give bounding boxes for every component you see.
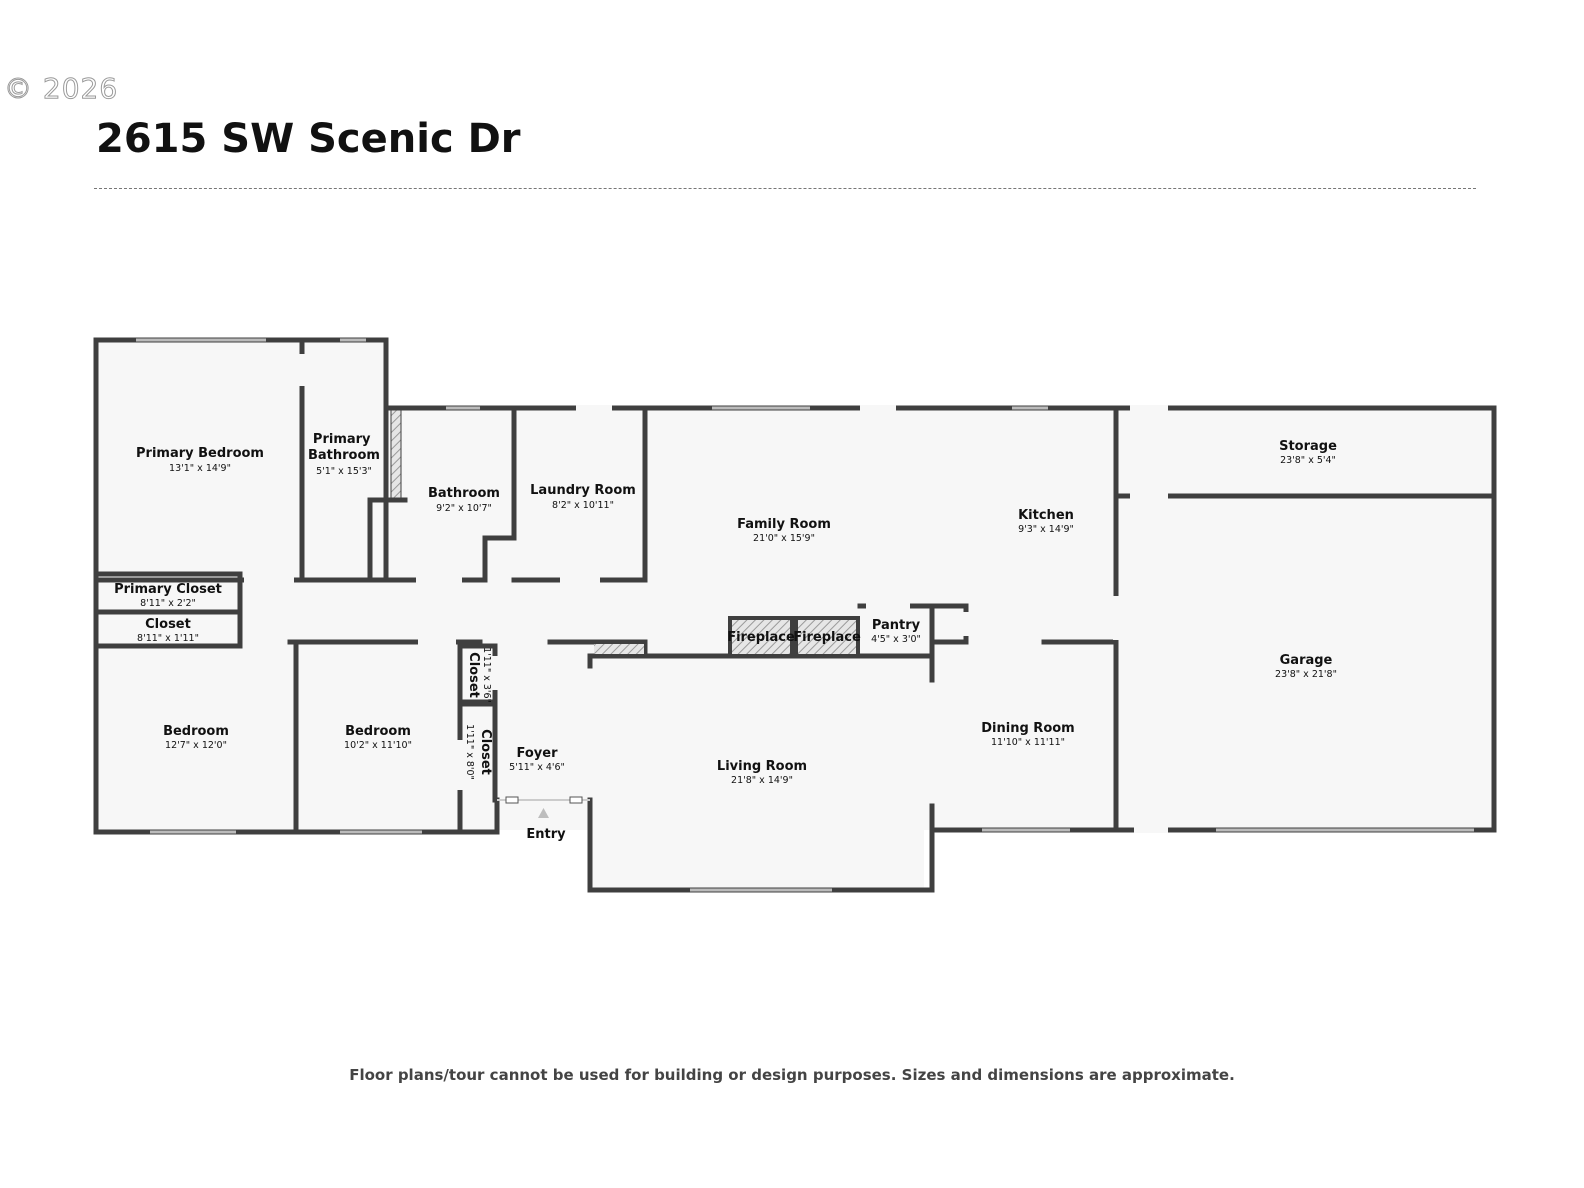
fixture-label: Fireplace bbox=[727, 630, 795, 645]
room-dimensions: 9'2" x 10'7" bbox=[436, 503, 492, 514]
disclaimer-text: Floor plans/tour cannot be used for buil… bbox=[349, 1066, 1235, 1084]
room-dimensions: 21'0" x 15'9" bbox=[753, 533, 815, 544]
room-name: Closet bbox=[478, 729, 493, 775]
room-kitchen: Kitchen 9'3" x 14'9" bbox=[1018, 508, 1074, 535]
room-dimensions: 8'11" x 2'2" bbox=[140, 598, 196, 609]
room-family: Family Room 21'0" x 15'9" bbox=[737, 517, 831, 544]
room-name: Bedroom bbox=[345, 724, 411, 739]
room-dimensions: 4'5" x 3'0" bbox=[871, 634, 921, 645]
room-garage: Garage 23'8" x 21'8" bbox=[1275, 653, 1337, 680]
chimney-strip bbox=[390, 409, 402, 499]
room-name: Primary Closet bbox=[114, 582, 222, 597]
room-name: Closet bbox=[466, 652, 481, 698]
room-dimensions: 10'2" x 11'10" bbox=[344, 740, 412, 751]
entry-door bbox=[497, 796, 590, 818]
room-name: Storage bbox=[1279, 439, 1337, 454]
room-dimensions: 11'10" x 11'11" bbox=[991, 737, 1065, 748]
room-hall-closet: Closet 8'11" x 1'11" bbox=[137, 617, 199, 644]
page-title: 2615 SW Scenic Dr bbox=[96, 116, 521, 162]
room-dimensions: 8'11" x 1'11" bbox=[137, 633, 199, 644]
room-dimensions: 1'11" x 3'6" bbox=[481, 647, 492, 703]
room-name-line: Primary bbox=[313, 432, 371, 447]
room-dimensions: 8'2" x 10'11" bbox=[552, 500, 614, 511]
floor-fill bbox=[96, 340, 1494, 890]
room-name: Bathroom bbox=[428, 486, 500, 501]
room-primary-bathroom: Primary Bathroom 5'1" x 15'3" bbox=[308, 432, 380, 477]
room-dimensions: 9'3" x 14'9" bbox=[1018, 524, 1074, 535]
fixture-label: Fireplace bbox=[793, 630, 861, 645]
room-name: Primary Bedroom bbox=[136, 446, 264, 461]
room-primary-closet: Primary Closet 8'11" x 2'2" bbox=[114, 582, 222, 609]
entry-label: Entry bbox=[526, 827, 566, 842]
room-name: Bedroom bbox=[163, 724, 229, 739]
room-bedroom-2: Bedroom 10'2" x 11'10" bbox=[344, 724, 412, 751]
entry-arrow-icon bbox=[538, 808, 549, 818]
room-bedroom-1: Bedroom 12'7" x 12'0" bbox=[163, 724, 229, 751]
room-foyer: Foyer 5'11" x 4'6" bbox=[509, 746, 565, 773]
room-dimensions: 13'1" x 14'9" bbox=[169, 463, 231, 474]
room-name: Laundry Room bbox=[530, 483, 636, 498]
room-dimensions: 23'8" x 21'8" bbox=[1275, 669, 1337, 680]
room-dimensions: 12'7" x 12'0" bbox=[165, 740, 227, 751]
fireplace-left: Fireplace bbox=[727, 616, 795, 658]
room-dimensions: 5'1" x 15'3" bbox=[316, 466, 372, 477]
room-name: Foyer bbox=[517, 746, 559, 761]
room-name: Closet bbox=[145, 617, 191, 632]
room-name: Primary Bathroom bbox=[308, 432, 380, 463]
room-dimensions: 1'11" x 8'0" bbox=[464, 724, 475, 780]
title-divider bbox=[94, 188, 1476, 189]
room-primary-bedroom: Primary Bedroom 13'1" x 14'9" bbox=[136, 446, 264, 474]
room-closet-small: Closet 1'11" x 3'6" bbox=[466, 647, 492, 703]
room-dimensions: 23'8" x 5'4" bbox=[1280, 455, 1336, 466]
room-pantry: Pantry 4'5" x 3'0" bbox=[871, 618, 921, 645]
room-living: Living Room 21'8" x 14'9" bbox=[717, 759, 807, 786]
room-dimensions: 21'8" x 14'9" bbox=[731, 775, 793, 786]
room-storage: Storage 23'8" x 5'4" bbox=[1279, 439, 1337, 466]
room-bathroom: Bathroom 9'2" x 10'7" bbox=[428, 486, 500, 514]
room-dining: Dining Room 11'10" x 11'11" bbox=[981, 721, 1074, 748]
room-name: Dining Room bbox=[981, 721, 1074, 736]
room-name: Living Room bbox=[717, 759, 807, 774]
room-closet-tall: Closet 1'11" x 8'0" bbox=[464, 724, 493, 780]
copyright-watermark: © 2026 bbox=[3, 72, 119, 106]
room-name: Kitchen bbox=[1018, 508, 1074, 523]
room-laundry: Laundry Room 8'2" x 10'11" bbox=[530, 483, 636, 511]
room-name: Pantry bbox=[872, 618, 921, 633]
room-name: Family Room bbox=[737, 517, 831, 532]
room-name-line: Bathroom bbox=[308, 448, 380, 463]
hearth-strip bbox=[594, 644, 644, 654]
room-name: Garage bbox=[1280, 653, 1333, 668]
windows bbox=[136, 338, 1474, 892]
room-dimensions: 5'11" x 4'6" bbox=[509, 762, 565, 773]
fireplace-right: Fireplace bbox=[793, 616, 861, 658]
door-openings bbox=[244, 354, 1168, 833]
